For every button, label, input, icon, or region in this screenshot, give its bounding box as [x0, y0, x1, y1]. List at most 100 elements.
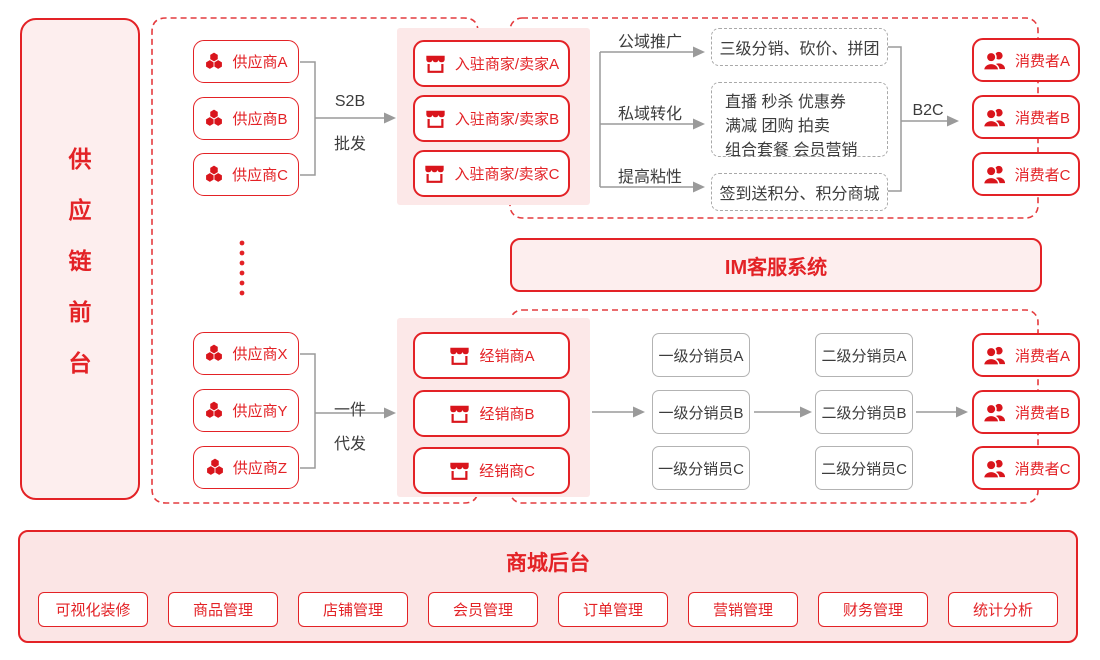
node-label: 消费者C [1014, 460, 1071, 478]
supplier-y-node: 供应商Y [193, 389, 299, 432]
level1-distributor-b-node: 一级分销员B [652, 390, 750, 434]
module-order-management: 订单管理 [558, 592, 668, 627]
banner-char: 应 [68, 197, 92, 223]
merchant-a-node: 入驻商家/卖家A [413, 40, 570, 87]
public-promo-label: 公域推广 [617, 34, 682, 51]
banner-char: 台 [68, 350, 92, 376]
module-product-management: 商品管理 [168, 592, 278, 627]
consumer-b-node-bottom: 消费者B [972, 390, 1080, 434]
node-label: 消费者C [1014, 166, 1071, 184]
hexagon-cluster-icon [206, 52, 223, 69]
node-label: 供应商A [232, 54, 288, 71]
hexagon-cluster-icon [206, 458, 223, 475]
module-visual-decoration: 可视化装修 [38, 592, 148, 627]
node-label: 消费者B [1014, 404, 1070, 422]
dealer-c-node: 经销商C [413, 447, 570, 494]
dealer-b-node: 经销商B [413, 390, 570, 437]
storefront-icon [425, 165, 445, 183]
conversion-tools-line: 组合套餐 会员营销 [725, 142, 858, 159]
consumer-a-node-bottom: 消费者A [972, 333, 1080, 377]
level2-distributor-c-node: 二级分销员C [815, 446, 913, 490]
node-label: 经销商A [479, 348, 535, 365]
im-service-banner: IM客服系统 [510, 238, 1042, 292]
dropship-label-line1: 一件 [333, 402, 366, 419]
level1-distributor-c-node: 一级分销员C [652, 446, 750, 490]
mall-backstage-panel: 商城后台 可视化装修 商品管理 店铺管理 会员管理 订单管理 营销管理 财务管理… [18, 530, 1078, 643]
supply-chain-frontdesk-banner: 供 应 链 前 台 [20, 18, 140, 500]
dashed-bottom-right-frame [509, 309, 1039, 504]
consumer-a-node-top: 消费者A [972, 38, 1080, 82]
two-person-icon [982, 165, 1005, 185]
banner-char: 前 [68, 299, 92, 325]
two-person-icon [982, 108, 1006, 128]
module-finance-management: 财务管理 [818, 592, 928, 627]
mall-backstage-title: 商城后台 [506, 552, 590, 575]
two-person-icon [982, 346, 1006, 366]
vertical-ellipsis-dots [239, 240, 245, 296]
private-convert-label: 私域转化 [617, 106, 682, 123]
hexagon-cluster-icon [206, 401, 223, 418]
hexagon-cluster-icon [206, 109, 223, 126]
b2c-label: B2C [912, 102, 944, 119]
banner-char: 链 [68, 248, 92, 274]
storefront-icon [426, 110, 445, 128]
node-label: 消费者A [1014, 347, 1070, 365]
level2-distributor-a-node: 二级分销员A [815, 333, 913, 377]
merchant-b-node: 入驻商家/卖家B [413, 95, 570, 142]
node-label: 供应商B [232, 111, 288, 128]
storefront-icon [450, 347, 470, 365]
wholesale-label: 批发 [333, 136, 366, 153]
conversion-tools-line: 满减 团购 拍卖 [725, 118, 830, 135]
supplier-x-node: 供应商X [193, 332, 299, 375]
node-label: 消费者B [1014, 109, 1070, 127]
arrowheads [384, 46, 968, 419]
node-label: 供应商X [232, 346, 288, 363]
sticky-label: 提高粘性 [617, 169, 682, 186]
supplier-a-node: 供应商A [193, 40, 299, 83]
consumer-b-node-top: 消费者B [972, 95, 1080, 139]
node-label: 供应商C [232, 167, 288, 184]
two-person-icon [982, 459, 1005, 479]
top-supplier-bracket [300, 61, 316, 176]
consumer-c-node-top: 消费者C [972, 152, 1080, 196]
module-statistics-analysis: 统计分析 [948, 592, 1058, 627]
supplier-c-node: 供应商C [193, 153, 299, 196]
banner-char: 供 [68, 146, 92, 172]
module-shop-management: 店铺管理 [298, 592, 408, 627]
storefront-icon [426, 55, 445, 73]
conversion-tools-box: 直播 秒杀 优惠券 满减 团购 拍卖 组合套餐 会员营销 [711, 82, 888, 159]
distribution-tools-box: 三级分销、砍价、拼团 [711, 28, 888, 66]
two-person-icon [982, 51, 1006, 71]
level2-distributor-b-node: 二级分销员B [815, 390, 913, 434]
s2b-label: S2B [334, 93, 366, 110]
node-label: 消费者A [1014, 52, 1070, 70]
merchant-c-node: 入驻商家/卖家C [413, 150, 570, 197]
dropship-label-line2: 代发 [333, 436, 366, 453]
storefront-icon [450, 405, 470, 423]
bottom-supplier-bracket [300, 353, 316, 469]
module-member-management: 会员管理 [428, 592, 538, 627]
b2c-bracket [888, 46, 902, 192]
node-label: 入驻商家/卖家C [454, 166, 560, 183]
node-label: 入驻商家/卖家A [454, 56, 560, 73]
node-label: 供应商Z [232, 460, 288, 477]
node-label: 经销商B [479, 406, 535, 423]
conversion-tools-line: 直播 秒杀 优惠券 [725, 94, 846, 111]
consumer-c-node-bottom: 消费者C [972, 446, 1080, 490]
node-label: 供应商Y [232, 403, 288, 420]
dealer-a-node: 经销商A [413, 332, 570, 379]
loyalty-tools-box: 签到送积分、积分商城 [711, 173, 888, 211]
hexagon-cluster-icon [206, 165, 222, 182]
supplier-b-node: 供应商B [193, 97, 299, 140]
node-label: 经销商C [479, 463, 535, 480]
node-label: 入驻商家/卖家B [454, 111, 560, 128]
backstage-module-row: 可视化装修 商品管理 店铺管理 会员管理 订单管理 营销管理 财务管理 统计分析 [38, 592, 1058, 627]
supplier-z-node: 供应商Z [193, 446, 299, 489]
hexagon-cluster-icon [206, 344, 223, 361]
storefront-icon [450, 462, 469, 480]
dashed-left-frame [151, 17, 479, 504]
module-marketing-management: 营销管理 [688, 592, 798, 627]
gray-flow-lines [300, 46, 956, 469]
two-person-icon [982, 403, 1006, 423]
